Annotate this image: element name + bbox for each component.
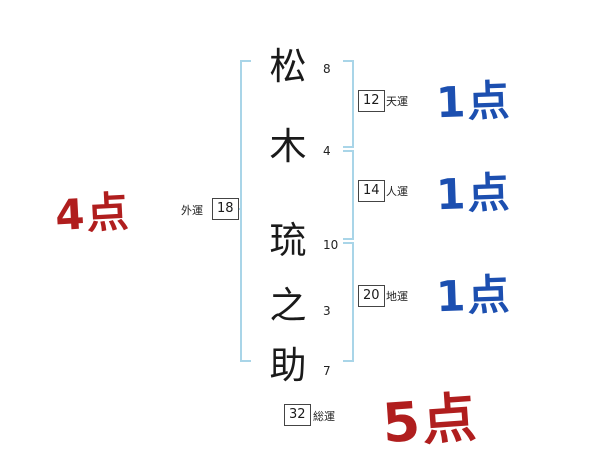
tenun-value-box: 12 [358,90,385,112]
gaiun-label: 外運 [181,204,203,217]
gaiun-score: 4点 [53,187,132,240]
souun-score: 5点 [380,385,481,456]
tenun-label: 天運 [386,95,408,108]
tenun-bracket [343,60,354,148]
jinun-bracket [343,150,354,240]
stroke-count-4: 3 [323,304,331,318]
jinun-label: 人運 [386,185,408,198]
chiun-value-box: 20 [358,285,385,307]
souun-label: 総運 [313,410,335,423]
name-char-2: 木 [269,125,307,168]
stroke-count-1: 8 [323,62,331,76]
gaiun-value-box: 18 [212,198,239,220]
stroke-count-2: 4 [323,144,331,158]
name-char-5: 助 [269,344,307,387]
chiun-bracket [343,242,354,362]
souun-value-box: 32 [284,404,311,426]
stroke-count-3: 10 [323,238,339,252]
name-char-1: 松 [269,45,307,88]
jinun-score: 1点 [435,167,513,220]
chiun-label: 地運 [386,290,408,303]
jinun-value-box: 14 [358,180,385,202]
tenun-score: 1点 [435,75,513,128]
name-char-4: 之 [269,284,307,327]
stroke-count-5: 7 [323,364,331,378]
chiun-score: 1点 [435,269,513,322]
gaiun-bracket [240,60,251,362]
name-char-3: 琉 [269,219,307,262]
